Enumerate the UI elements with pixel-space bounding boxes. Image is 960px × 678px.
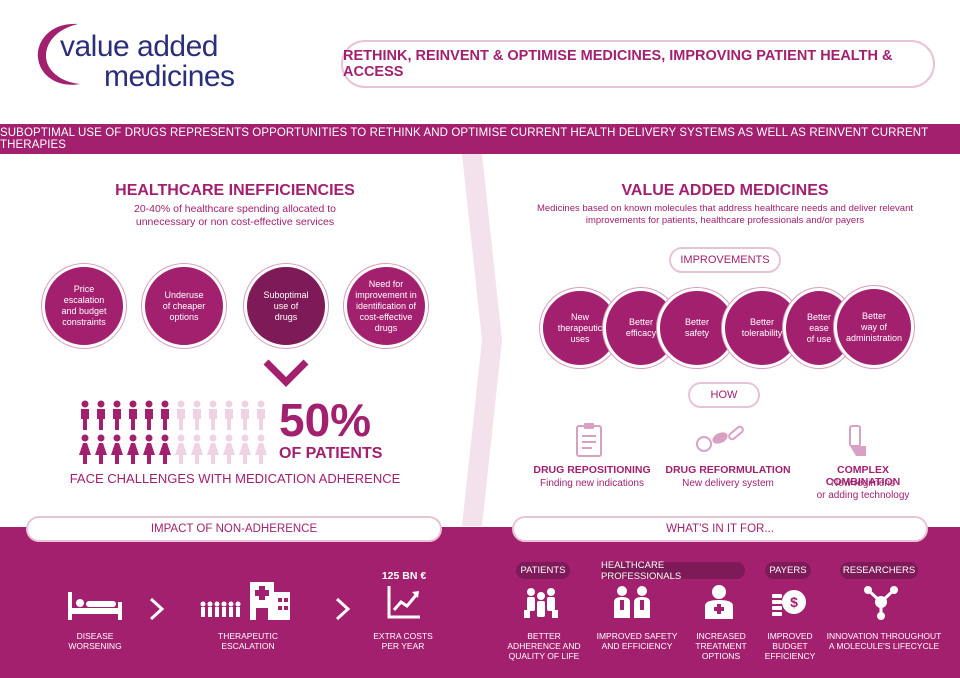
tag-healthcare-professionals: HEALTHCARE PROFESSIONALS: [601, 560, 745, 582]
doctor-icon: [705, 585, 733, 619]
person-icon: [113, 400, 121, 430]
person-icon: [145, 400, 153, 430]
how-sub-reformulation: New delivery system: [682, 478, 774, 489]
person-icon: [143, 434, 155, 464]
person-icon: [239, 434, 251, 464]
patient-people-grid: [79, 400, 267, 464]
clipboard-icon: [576, 423, 602, 457]
how-label: HOW: [688, 382, 760, 408]
how-title-reformulation: DRUG REFORMULATION: [665, 464, 791, 476]
chevron-right-icon: [149, 597, 165, 621]
tag-researchers: RESEARCHERS: [840, 562, 918, 579]
of-patients-label: OF PATIENTS: [279, 445, 383, 462]
impact-label: IMPACT OF NON-ADHERENCE: [26, 516, 442, 542]
person-icon: [193, 400, 201, 430]
percent-value: 50%: [279, 394, 372, 446]
inhaler-icon: [849, 425, 866, 456]
tagline: RETHINK, REINVENT & OPTIMISE MEDICINES, …: [341, 40, 935, 88]
person-icon: [175, 434, 187, 464]
inefficiencies-subtitle-1: 20-40% of healthcare spending allocated …: [134, 203, 336, 215]
person-icon: [79, 434, 91, 464]
person-icon: [191, 434, 203, 464]
hospital-icon: [200, 582, 290, 620]
vam-subtitle-1: Medicines based on known molecules that …: [536, 203, 913, 214]
person-icon: [209, 400, 217, 430]
person-icon: [255, 434, 267, 464]
person-icon: [161, 400, 169, 430]
person-icon: [129, 400, 137, 430]
person-icon: [81, 400, 89, 430]
adherence-challenge-text: FACE CHALLENGES WITH MEDICATION ADHERENC…: [69, 471, 401, 486]
person-icon: [207, 434, 219, 464]
cost-value: 125 BN €: [381, 570, 427, 582]
person-icon: [223, 434, 235, 464]
how-sub-complex-combination-1: New regimens: [831, 478, 895, 489]
logo-text-line2: medicines: [104, 60, 235, 93]
doctors-icon: [614, 586, 650, 618]
chart-up-icon: [387, 586, 420, 619]
divider-chevron: [462, 154, 502, 526]
value-added-medicines-title: VALUE ADDED MEDICINES: [621, 182, 829, 199]
logo-text-line1: value added: [60, 30, 218, 63]
healthcare-inefficiencies-title: HEALTHCARE INEFFICIENCIES: [115, 182, 355, 199]
person-icon: [241, 400, 249, 430]
how-title-repositioning: DRUG REPOSITIONING: [533, 464, 651, 476]
molecule-icon: [864, 586, 898, 620]
person-icon: [177, 400, 185, 430]
logo-swoosh-icon: [37, 23, 80, 85]
person-icon: [95, 434, 107, 464]
how-sub-repositioning: Finding new indications: [540, 478, 644, 489]
how-title-complex-combination: COMPLEX COMBINATION: [825, 464, 901, 488]
person-icon: [111, 434, 123, 464]
person-icon: [225, 400, 233, 430]
person-icon: [159, 434, 171, 464]
svg-text:$: $: [790, 594, 798, 610]
coins-icon: $: [772, 590, 806, 616]
tag-patients: PATIENTS: [516, 562, 570, 579]
whats-in-it-for-label: WHAT'S IN IT FOR...: [512, 516, 928, 542]
inefficiencies-subtitle-2: unnecessary or non cost-effective servic…: [135, 216, 335, 228]
chevron-down-icon: [263, 359, 309, 387]
person-icon: [97, 400, 105, 430]
top-banner: SUBOPTIMAL USE OF DRUGS REPRESENTS OPPOR…: [0, 124, 960, 154]
pills-icon: [696, 425, 744, 452]
vam-subtitle-2: improvements for patients, healthcare pr…: [585, 215, 865, 226]
person-icon: [257, 400, 265, 430]
how-sub-complex-combination-2: or adding technology: [816, 490, 910, 501]
group-icon: [524, 588, 558, 618]
tag-payers: PAYERS: [765, 562, 811, 579]
chevron-right-icon: [335, 597, 351, 621]
patient-bed-icon: [68, 592, 122, 620]
person-icon: [127, 434, 139, 464]
improvements-label: IMPROVEMENTS: [669, 247, 781, 273]
